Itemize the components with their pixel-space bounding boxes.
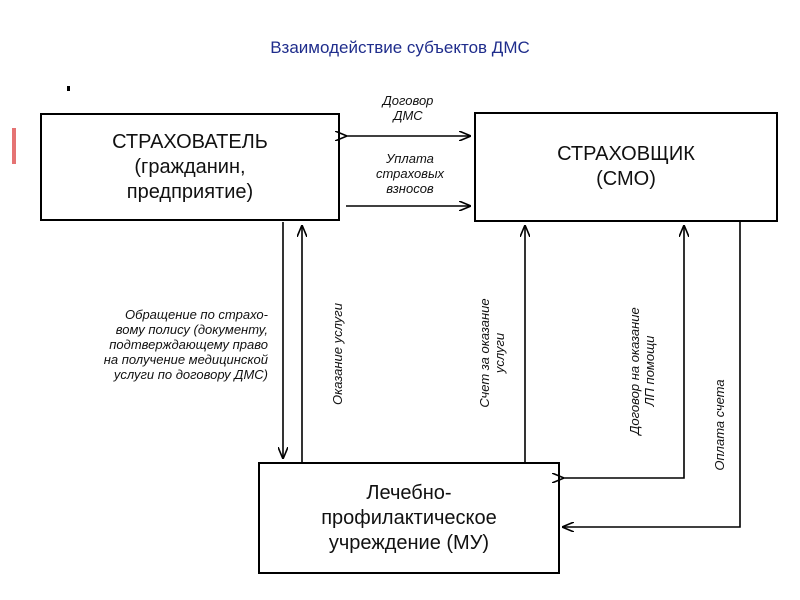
medical-institution-box: Лечебно- профилактическое учреждение (МУ… [258,462,560,574]
care-contract-label: Договор на оказание ЛП помощи [627,307,657,435]
insurer-box: СТРАХОВАТЕЛЬ (гражданин, предприятие) [40,113,340,221]
appeal-label: Обращение по страхо- вому полису (докуме… [103,307,268,382]
care-contract-arrow [563,226,684,478]
contract-label: Договор ДМС [382,93,434,123]
page-title: Взаимодействие субъектов ДМС [270,38,530,57]
decorative-dot [67,86,70,91]
premiums-label: Уплата страховых взносов [375,151,445,196]
payment-label: Оплата счета [712,379,727,471]
payment-arrow [563,222,741,527]
invoice-label: Счет за оказание услуги [477,298,507,408]
insurance-company-box: СТРАХОВЩИК (СМО) [474,112,778,222]
service-label: Оказание услуги [330,303,345,405]
insurance-company-box-label: СТРАХОВЩИК (СМО) [557,143,695,190]
medical-institution-box-label: Лечебно- профилактическое учреждение (МУ… [321,481,497,554]
decorative-red-mark [12,128,16,164]
insurer-box-label: СТРАХОВАТЕЛЬ (гражданин, предприятие) [112,130,268,203]
